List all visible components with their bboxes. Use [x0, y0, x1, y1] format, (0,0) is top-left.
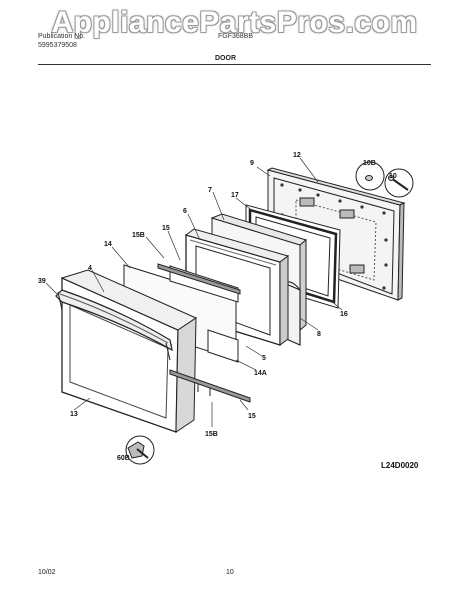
drawing-code: L24D0020	[381, 461, 419, 470]
callout-10: 10	[389, 173, 397, 180]
upper-vent-trim	[157, 263, 241, 295]
header-rule	[38, 64, 431, 65]
hinge-screw	[355, 161, 414, 198]
callout-4: 4	[88, 265, 92, 272]
callout-8: 8	[317, 331, 321, 338]
callout-15B-bottom: 15B	[205, 431, 218, 438]
callout-15-bottom: 15	[248, 413, 256, 420]
door-outer-panel	[60, 269, 198, 433]
callout-60B: 60B	[117, 455, 130, 462]
callout-15B-top: 15B	[132, 232, 145, 239]
model-label: Publication No.	[38, 33, 86, 40]
door-screw	[125, 435, 155, 465]
callout-12: 12	[293, 152, 301, 159]
footer-page-number: 10	[226, 569, 234, 576]
model-number: FGF368BB	[218, 33, 254, 40]
footer-date: 10/02	[38, 569, 56, 576]
lower-vent-trim	[169, 369, 251, 403]
callout-13: 13	[70, 411, 78, 418]
callout-10B: 10B	[363, 160, 376, 167]
callout-16: 16	[340, 311, 348, 318]
watermark-logo: AppliancePartsPros.com	[51, 6, 418, 39]
door-handle	[55, 289, 173, 361]
callout-5: 5	[262, 355, 266, 362]
callout-7: 7	[208, 187, 212, 194]
callout-15-top: 15	[162, 225, 170, 232]
publication-number: 5995379508	[38, 42, 77, 49]
section-title: DOOR	[215, 55, 236, 62]
callout-6: 6	[183, 208, 187, 215]
callout-17: 17	[231, 192, 239, 199]
callout-14: 14	[104, 241, 112, 248]
callout-9: 9	[250, 160, 254, 167]
callout-39: 39	[38, 278, 46, 285]
callout-14A: 14A	[254, 370, 267, 377]
